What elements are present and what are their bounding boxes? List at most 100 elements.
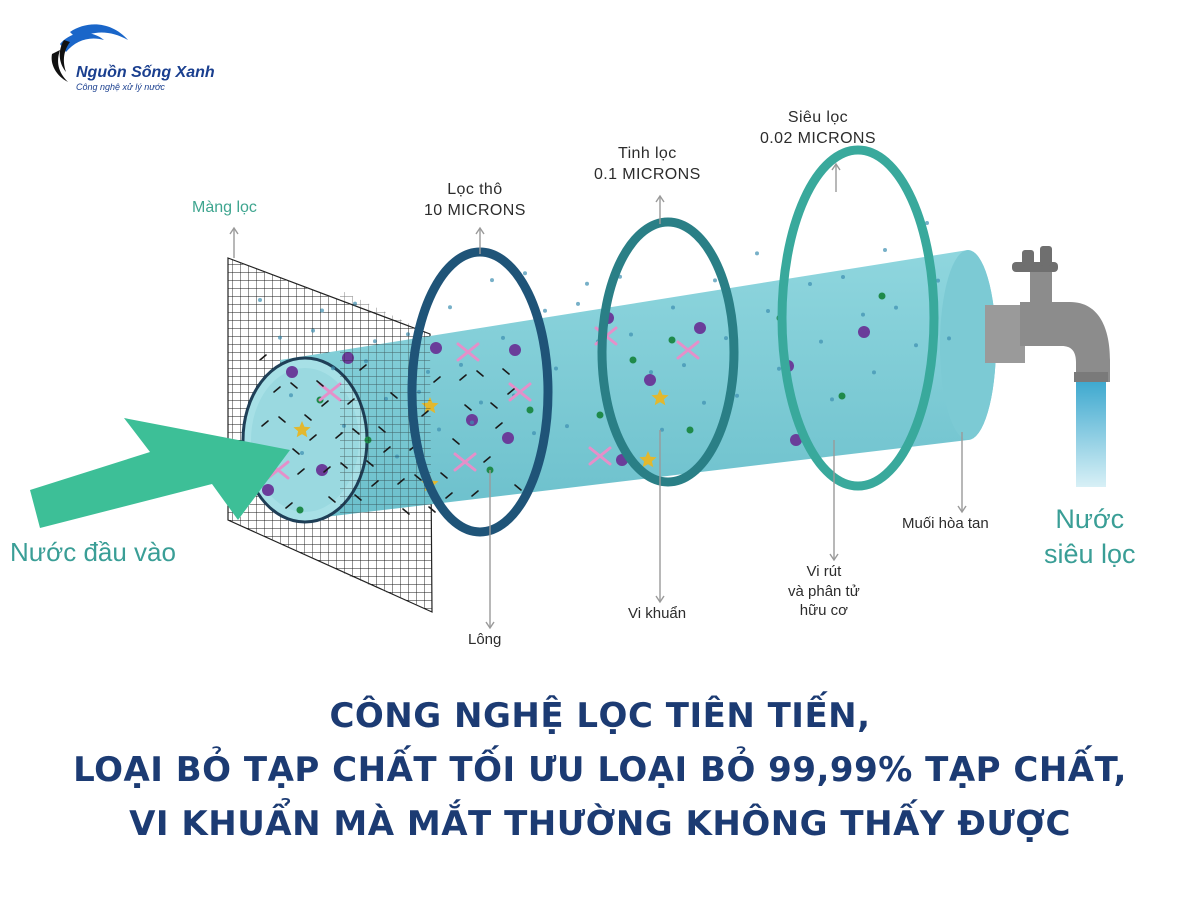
stage-label-line2: 10 MICRONS bbox=[424, 201, 526, 219]
headline-line-3: VI KHUẨN MÀ MẮT THƯỜNG KHÔNG THẤY ĐƯỢC bbox=[129, 804, 1071, 844]
stage-label-fine: Tinh lọc 0.1 MICRONS bbox=[594, 144, 701, 186]
brand-name: Nguồn Sống Xanh bbox=[76, 64, 215, 81]
tiny-particle bbox=[258, 298, 262, 302]
hair-particle bbox=[285, 502, 293, 509]
stage-label-line2: 0.1 MICRONS bbox=[594, 165, 701, 183]
hair-particle bbox=[323, 466, 331, 473]
tiny-particle bbox=[819, 339, 823, 344]
tiny-particle bbox=[501, 335, 505, 340]
input-label: Nước đầu vào bbox=[10, 537, 176, 567]
tiny-particle bbox=[311, 328, 315, 333]
tiny-particle bbox=[777, 366, 781, 371]
tiny-particle bbox=[724, 336, 728, 341]
hair-particle bbox=[433, 376, 441, 383]
tiny-particle bbox=[830, 397, 834, 402]
leader-bacteria-head bbox=[655, 595, 665, 604]
tiny-particle bbox=[894, 305, 898, 310]
hair-particle bbox=[273, 386, 281, 393]
tiny-particle bbox=[523, 271, 527, 276]
pink-particle bbox=[676, 340, 700, 360]
purple-particle bbox=[430, 342, 442, 354]
hair-particle bbox=[261, 420, 269, 427]
stage-label-mesh: Màng lọc bbox=[192, 198, 257, 219]
purple-particle bbox=[694, 322, 706, 334]
hair-particle bbox=[328, 496, 336, 503]
leader-hair-head bbox=[485, 621, 495, 630]
purple-particle bbox=[466, 414, 478, 426]
tiny-particle bbox=[682, 363, 686, 368]
hair-particle bbox=[476, 370, 484, 377]
pink-particle bbox=[588, 446, 612, 466]
hair-particle bbox=[440, 472, 448, 479]
tiny-particle bbox=[437, 427, 441, 432]
tiny-particle bbox=[554, 366, 558, 371]
tiny-particle bbox=[925, 220, 929, 225]
tiny-particle bbox=[331, 366, 335, 371]
stage-label-line1: Tinh lọc bbox=[618, 145, 677, 162]
removed-label-line: Muối hòa tan bbox=[902, 515, 989, 532]
tiny-particle bbox=[490, 278, 494, 283]
leader-lines bbox=[229, 162, 967, 630]
purple-particle bbox=[502, 432, 514, 444]
hair-particle bbox=[304, 414, 312, 421]
tiny-particle bbox=[841, 275, 845, 280]
stage-label-line1: Màng lọc bbox=[192, 199, 257, 216]
inlet-arrow-icon bbox=[30, 418, 290, 528]
particle-cloud bbox=[258, 220, 951, 515]
headline-line-1: CÔNG NGHỆ LỌC TIÊN TIẾN, bbox=[329, 696, 871, 736]
hair-particle bbox=[445, 492, 453, 499]
tiny-particle bbox=[585, 281, 589, 286]
hair-particle bbox=[507, 388, 515, 395]
tiny-particle bbox=[649, 370, 653, 375]
tiny-particle bbox=[532, 431, 536, 436]
tiny-particle bbox=[470, 420, 474, 425]
leader-fine-head bbox=[655, 194, 665, 203]
hair-particle bbox=[502, 368, 510, 375]
tiny-particle bbox=[735, 393, 739, 398]
stage-label-line1: Lọc thô bbox=[447, 181, 503, 198]
tiny-particle bbox=[766, 309, 770, 314]
removed-label-hair: Lông bbox=[468, 630, 501, 650]
removed-label-line: Vi rút bbox=[806, 563, 842, 580]
tiny-particle bbox=[479, 400, 483, 405]
pink-particle bbox=[456, 342, 480, 362]
tiny-particle bbox=[629, 332, 633, 337]
hair-particle bbox=[495, 422, 503, 429]
green-particle bbox=[629, 356, 637, 364]
tiny-particle bbox=[300, 450, 304, 455]
hair-particle bbox=[259, 354, 267, 361]
pink-particle bbox=[508, 382, 532, 402]
purple-particle bbox=[858, 326, 870, 338]
hair-particle bbox=[321, 400, 329, 407]
tiny-particle bbox=[660, 427, 664, 432]
yellow-particle bbox=[293, 421, 311, 438]
purple-particle bbox=[262, 484, 274, 496]
tiny-particle bbox=[936, 278, 940, 283]
hair-particle bbox=[309, 434, 317, 441]
purple-particle bbox=[286, 366, 298, 378]
tiny-particle bbox=[576, 301, 580, 306]
tiny-particle bbox=[914, 343, 918, 348]
brand-tagline: Công nghệ xử lý nước bbox=[76, 82, 165, 92]
output-label-line1: Nước bbox=[1055, 504, 1125, 534]
purple-particle bbox=[644, 374, 656, 386]
tiny-particle bbox=[671, 305, 675, 310]
output-label-line2: siêu lọc bbox=[1044, 539, 1136, 570]
removed-label-line: hữu cơ bbox=[799, 602, 848, 619]
green-particle bbox=[668, 336, 676, 344]
headline-line-2: LOẠI BỎ TẠP CHẤT TỐI ƯU LOẠI BỎ 99,99% T… bbox=[73, 750, 1127, 790]
tiny-particle bbox=[755, 251, 759, 256]
yellow-particle bbox=[651, 389, 669, 406]
output-label: Nước siêu lọc bbox=[1044, 502, 1136, 572]
removed-label-virus: Vi rút và phân tử hữu cơ bbox=[788, 562, 860, 621]
purple-particle bbox=[790, 434, 802, 446]
tiny-particle bbox=[543, 308, 547, 313]
leader-mesh-head bbox=[229, 226, 239, 235]
hair-particle bbox=[514, 484, 522, 491]
hair-particle bbox=[292, 448, 300, 455]
hair-particle bbox=[290, 382, 298, 389]
tiny-particle bbox=[320, 308, 324, 313]
stage-label-coarse: Lọc thô 10 MICRONS bbox=[424, 180, 526, 222]
tiny-particle bbox=[883, 248, 887, 252]
